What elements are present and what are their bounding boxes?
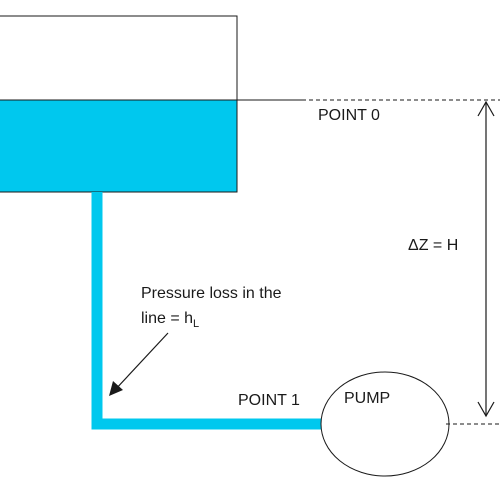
pressure-loss-arrowhead [109, 381, 123, 396]
pressure-loss-leader-line [113, 332, 169, 392]
delta-z-label: ΔZ = H [408, 237, 458, 254]
pump-label: PUMP [344, 390, 390, 407]
tank-air-space [0, 15, 238, 101]
pump-circle [320, 371, 450, 477]
pressure-loss-label-line1: Pressure loss in the [141, 285, 282, 302]
point-1-label: POINT 1 [238, 392, 300, 409]
tank-water [0, 99, 238, 193]
point-0-label: POINT 0 [318, 107, 380, 124]
pressure-loss-label-subscript: L [193, 318, 199, 330]
height-arrowhead-top [477, 100, 495, 117]
pipe [91, 192, 322, 430]
height-arrowhead-bottom [477, 401, 495, 418]
pressure-loss-label-main: line = h [141, 310, 193, 327]
pressure-loss-label-line2: line = hL [141, 310, 199, 330]
